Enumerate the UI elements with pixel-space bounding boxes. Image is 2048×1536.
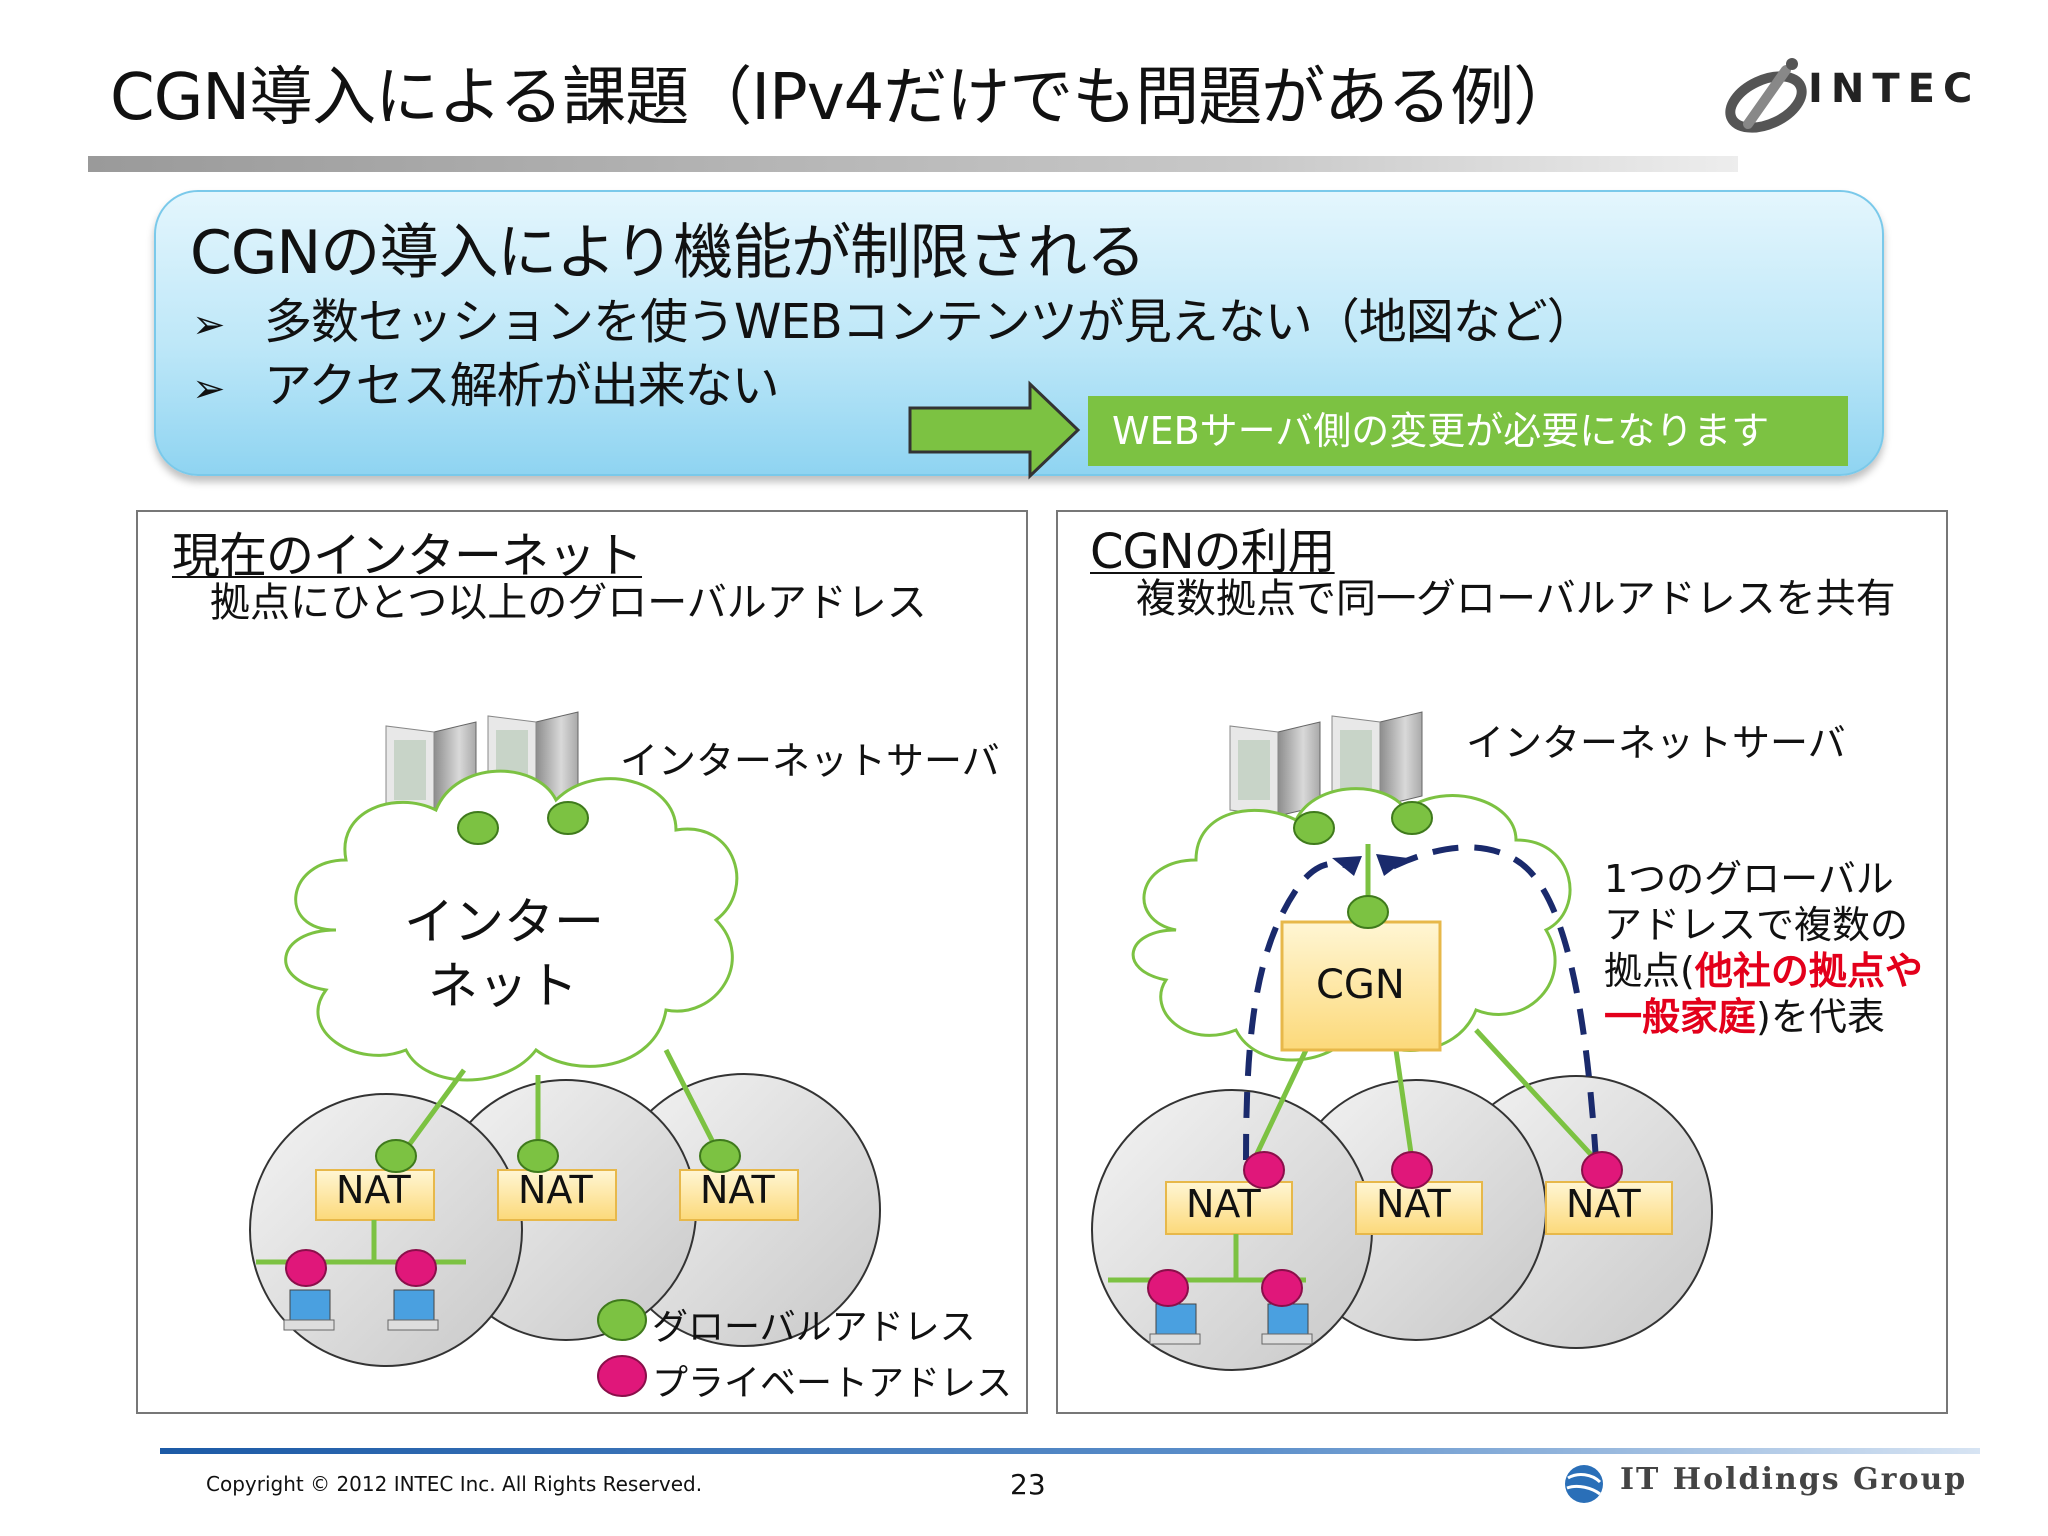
right-server-label: インターネットサーバ: [1466, 721, 1846, 765]
nat-label: NAT: [1566, 1182, 1641, 1226]
cgn-annotation: 1つのグローバル アドレスで複数の 拠点(他社の拠点や 一般家庭)を代表: [1604, 857, 1923, 1039]
legend-global-marker: [597, 1299, 647, 1341]
title-underline-bar: [88, 156, 1738, 172]
nat-label: NAT: [700, 1168, 775, 1212]
private-address-dot: [285, 1249, 327, 1287]
global-address-dot: [1293, 811, 1335, 845]
global-address-dot: [699, 1139, 741, 1173]
globe-logo-icon: [1565, 1465, 1603, 1503]
page-title: CGN導入による課題（IPv4だけでも問題がある例）: [110, 61, 1577, 135]
global-address-dot: [1347, 895, 1389, 929]
callout-heading: CGNの導入により機能が制限される: [190, 218, 1146, 288]
cloud-label: ネット: [428, 957, 578, 1015]
nat-box: [1165, 1181, 1293, 1235]
nat-box: [679, 1169, 799, 1221]
left-server-label: インターネットサーバ: [620, 739, 1000, 783]
global-address-dot: [457, 811, 499, 845]
callout-bullet: ➢多数セッションを使うWEBコンテンツが見えない（地図など）: [192, 294, 1595, 350]
global-address-dot: [375, 1139, 417, 1173]
cgn-network-diagram: [1091, 711, 1713, 1371]
cgn-box: [1280, 920, 1442, 1052]
pc-icon: [289, 1289, 331, 1321]
page-number: 23: [1010, 1468, 1046, 1501]
logo-text: INTEC: [1808, 66, 1981, 112]
cloud-label: インター: [404, 893, 604, 951]
nat-box: [497, 1169, 617, 1221]
legend-private-marker: [597, 1355, 647, 1397]
copyright-text: Copyright © 2012 INTEC Inc. All Rights R…: [206, 1472, 703, 1496]
private-address-dot: [1391, 1151, 1433, 1189]
global-address-dot: [517, 1139, 559, 1173]
left-network-diagram: [249, 711, 881, 1397]
nat-box: [315, 1169, 435, 1221]
global-address-dot: [547, 801, 589, 835]
footer-rule: [160, 1448, 1980, 1454]
legend-private-label: プライベートアドレス: [652, 1363, 1013, 1404]
legend-global-label: グローバルアドレス: [652, 1307, 976, 1348]
nat-label: NAT: [518, 1168, 593, 1212]
pc-icon: [1155, 1303, 1197, 1335]
callout-bullet: ➢アクセス解析が出来ない: [192, 358, 780, 414]
global-address-dot: [1391, 801, 1433, 835]
private-address-dot: [1147, 1269, 1189, 1307]
private-address-dot: [395, 1249, 437, 1287]
left-panel-title: 現在のインターネット: [172, 528, 643, 584]
group-name: IT Holdings Group: [1620, 1462, 1968, 1497]
arrowhead-icon: [1332, 856, 1362, 876]
pc-icon: [393, 1289, 435, 1321]
bullet-arrow-icon: ➢: [192, 302, 226, 348]
nat-label: NAT: [1376, 1182, 1451, 1226]
private-address-dot: [1261, 1269, 1303, 1307]
right-panel-title: CGNの利用: [1090, 524, 1336, 580]
server-icon: [1229, 721, 1321, 817]
intec-logo: [1725, 58, 1807, 133]
nat-box: [1545, 1181, 1673, 1235]
right-panel-subtitle: 複数拠点で同一グローバルアドレスを共有: [1136, 576, 1896, 622]
nat-label: NAT: [336, 1168, 411, 1212]
right-arrow-icon: [908, 380, 1081, 480]
arrowhead-icon: [1376, 854, 1408, 876]
server-change-note: WEBサーバ側の変更が必要になります: [1088, 396, 1848, 466]
cgn-label: CGN: [1316, 962, 1405, 1008]
internet-cloud: [284, 769, 739, 1082]
server-icon: [1331, 711, 1423, 807]
shared-address-path: [1384, 844, 1599, 1161]
private-address-dot: [1581, 1151, 1623, 1189]
bullet-arrow-icon: ➢: [192, 366, 226, 412]
left-panel-subtitle: 拠点にひとつ以上のグローバルアドレス: [210, 580, 927, 626]
pc-icon: [1267, 1303, 1309, 1335]
private-address-dot: [1243, 1151, 1285, 1189]
nat-label: NAT: [1186, 1182, 1261, 1226]
